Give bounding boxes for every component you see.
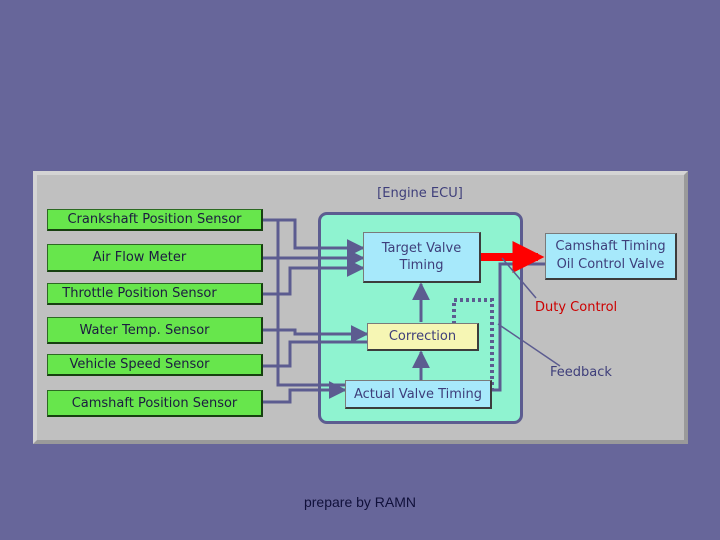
target-line2: Timing — [399, 258, 444, 273]
correction-block: Correction — [367, 323, 479, 351]
wire-camshaft — [262, 381, 347, 404]
sensor-crankshaft-position: Crankshaft Position Sensor — [47, 209, 263, 231]
duty-control-label: Duty Control — [535, 300, 618, 315]
sensor-vehicle-speed: Vehicle Speed Sensor — [47, 354, 263, 376]
valve-line1: Camshaft Timing — [555, 239, 666, 254]
wire-throttle — [262, 259, 365, 296]
valve-line2: Oil Control Valve — [556, 257, 665, 272]
footer-credit: prepare by RAMN — [303, 494, 417, 510]
wire-crank-actual — [276, 220, 345, 387]
wire-feedback — [492, 262, 545, 392]
feedback-label: Feedback — [550, 365, 612, 380]
duty-control-pointer — [501, 257, 537, 299]
sensor-throttle-position: Throttle Position Sensor — [47, 283, 263, 305]
feedback-pointer — [497, 323, 561, 367]
target-line1: Target Valve — [381, 241, 462, 256]
oil-control-valve-block: Camshaft Timing Oil Control Valve — [545, 233, 677, 280]
sensor-air-flow-meter: Air Flow Meter — [47, 244, 263, 272]
actual-valve-timing-block: Actual Valve Timing — [345, 380, 492, 409]
wire-vehiclespeed — [262, 340, 367, 368]
target-valve-timing-block: Target Valve Timing — [363, 232, 481, 283]
wire-duty-dotted — [452, 298, 494, 390]
ecu-title: [Engine ECU] — [377, 186, 463, 201]
sensor-camshaft-position: Camshaft Position Sensor — [47, 390, 263, 417]
sensor-water-temp: Water Temp. Sensor — [47, 317, 263, 344]
